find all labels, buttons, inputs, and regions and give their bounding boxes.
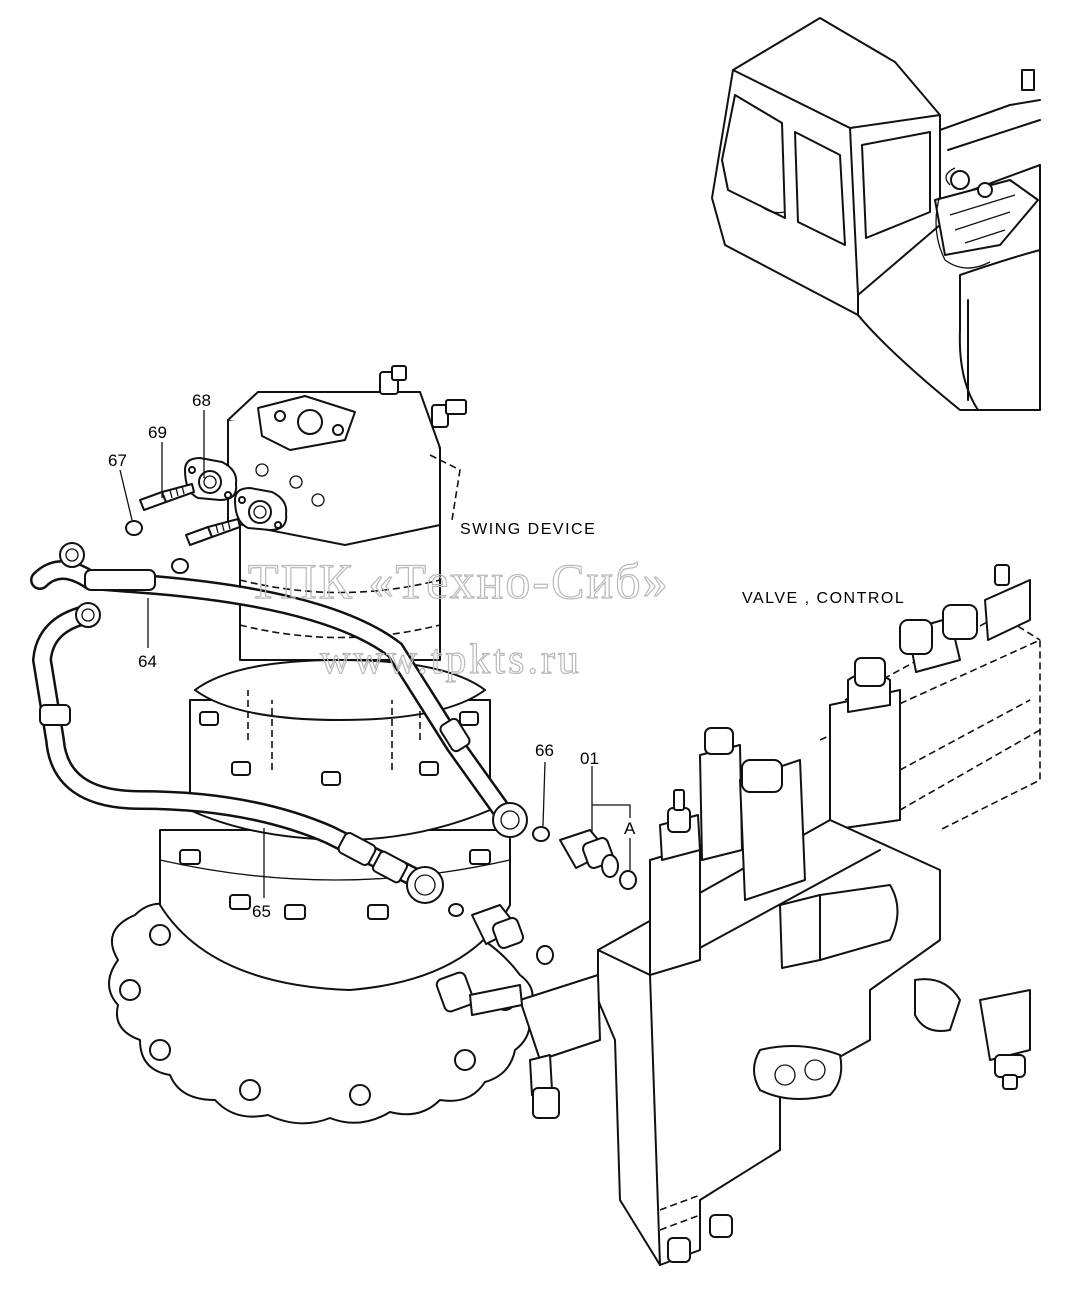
flange-assembly [125, 457, 288, 574]
callout-69: 69 [148, 423, 167, 442]
callout-66: 66 [535, 741, 554, 760]
leader-lines [119, 410, 631, 898]
watermark-company: ТПК «Техно-Сиб» [248, 553, 670, 609]
watermark-url: www.tpkts.ru [320, 637, 582, 683]
control-valve-small-icon [934, 167, 1039, 269]
callout-68: 68 [192, 391, 211, 410]
control-valve [435, 564, 1041, 1266]
adapter-01 [448, 826, 637, 965]
callout-67: 67 [108, 451, 127, 470]
hose-64 [30, 542, 528, 838]
label-swing-device: SWING DEVICE [460, 521, 596, 538]
hose-65 [31, 602, 444, 904]
callout-64: 64 [138, 652, 157, 671]
callout-01: 01 [580, 749, 599, 768]
label-valve-control: VALVE , CONTROL [742, 590, 905, 607]
callout-A: A [624, 819, 636, 838]
excavator-overview [711, 17, 1041, 411]
callout-65: 65 [252, 902, 271, 921]
